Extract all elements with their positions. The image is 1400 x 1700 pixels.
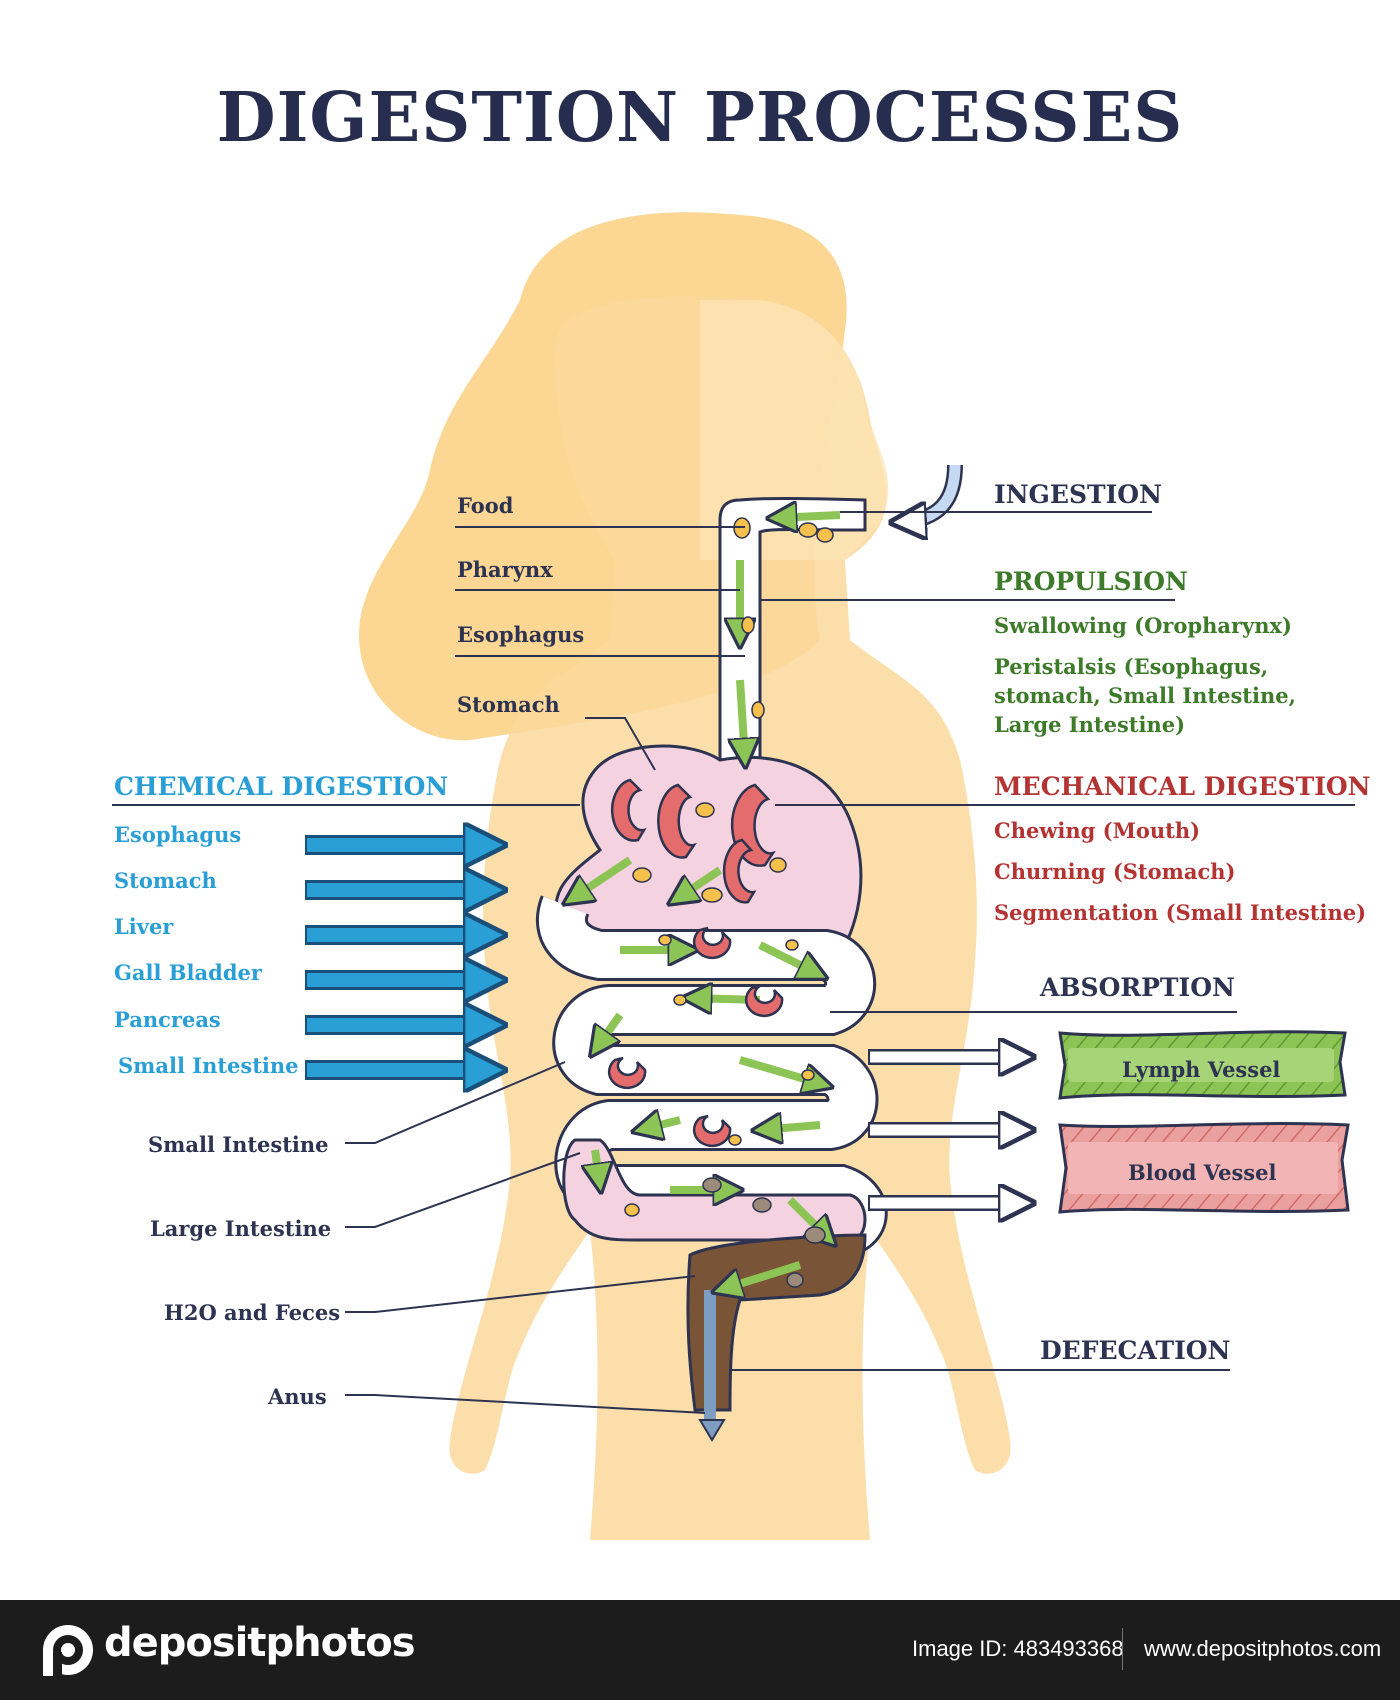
- footer-bar: depositphotos Image ID: 483493368 www.de…: [0, 1600, 1400, 1700]
- chemical-item: Liver: [114, 914, 174, 939]
- chemical-item: Pancreas: [114, 1007, 221, 1032]
- brand-name: depositphotos: [104, 1620, 416, 1666]
- small-intestine-label: Small Intestine: [148, 1132, 329, 1157]
- peristalsis-arrows: [570, 515, 841, 1290]
- mechanical-item: Segmentation (Small Intestine): [994, 900, 1367, 925]
- churning-arrows: [607, 778, 784, 1148]
- ingestion-heading: INGESTION: [994, 480, 1162, 509]
- food-particles: [624, 517, 834, 1217]
- face-profile: [700, 300, 889, 560]
- defecation-heading: DEFECATION: [1040, 1336, 1231, 1365]
- pharynx-label: Pharynx: [457, 557, 553, 582]
- chemical-arrows: [305, 835, 490, 1080]
- chemical-item: Esophagus: [114, 822, 242, 847]
- waste-particles: [702, 1177, 826, 1288]
- blood-vessel: [1058, 1122, 1350, 1214]
- mechanical-digestion-heading: MECHANICAL DIGESTION: [994, 772, 1371, 801]
- large-intestine-label: Large Intestine: [150, 1216, 332, 1241]
- diagram-art: [112, 212, 1355, 1540]
- chemical-item: Small Intestine: [118, 1053, 299, 1078]
- absorption-arrows: [868, 1057, 1025, 1203]
- esophagus-label: Esophagus: [457, 622, 585, 647]
- mechanical-item: Chewing (Mouth): [994, 818, 1201, 843]
- page-title: DIGESTION PROCESSES: [216, 78, 1184, 158]
- blood-vessel-label: Blood Vessel: [1128, 1160, 1277, 1185]
- propulsion-peristalsis: Peristalsis (Esophagus, stomach, Small I…: [994, 654, 1296, 737]
- depositphotos-logo-icon: [40, 1625, 93, 1678]
- site-url: www.depositphotos.com: [1144, 1636, 1382, 1661]
- propulsion-swallowing: Swallowing (Oropharynx): [994, 613, 1292, 638]
- chemical-item: Stomach: [114, 868, 217, 893]
- stomach-shape: [554, 744, 863, 957]
- chemical-digestion-heading: CHEMICAL DIGESTION: [114, 772, 449, 801]
- footer-divider: [1122, 1628, 1123, 1670]
- propulsion-heading: PROPULSION: [994, 567, 1188, 596]
- lymph-vessel-label: Lymph Vessel: [1122, 1057, 1281, 1082]
- food-label: Food: [457, 493, 514, 518]
- mechanical-item: Churning (Stomach): [994, 859, 1236, 884]
- h2o-feces-label: H2O and Feces: [164, 1300, 341, 1325]
- lymph-vessel: [1058, 1030, 1347, 1100]
- chemical-item: Gall Bladder: [114, 960, 262, 985]
- absorption-heading: ABSORPTION: [1040, 973, 1235, 1002]
- image-id: Image ID: 483493368: [912, 1636, 1124, 1661]
- stomach-label: Stomach: [457, 692, 560, 717]
- anus-label: Anus: [268, 1384, 327, 1409]
